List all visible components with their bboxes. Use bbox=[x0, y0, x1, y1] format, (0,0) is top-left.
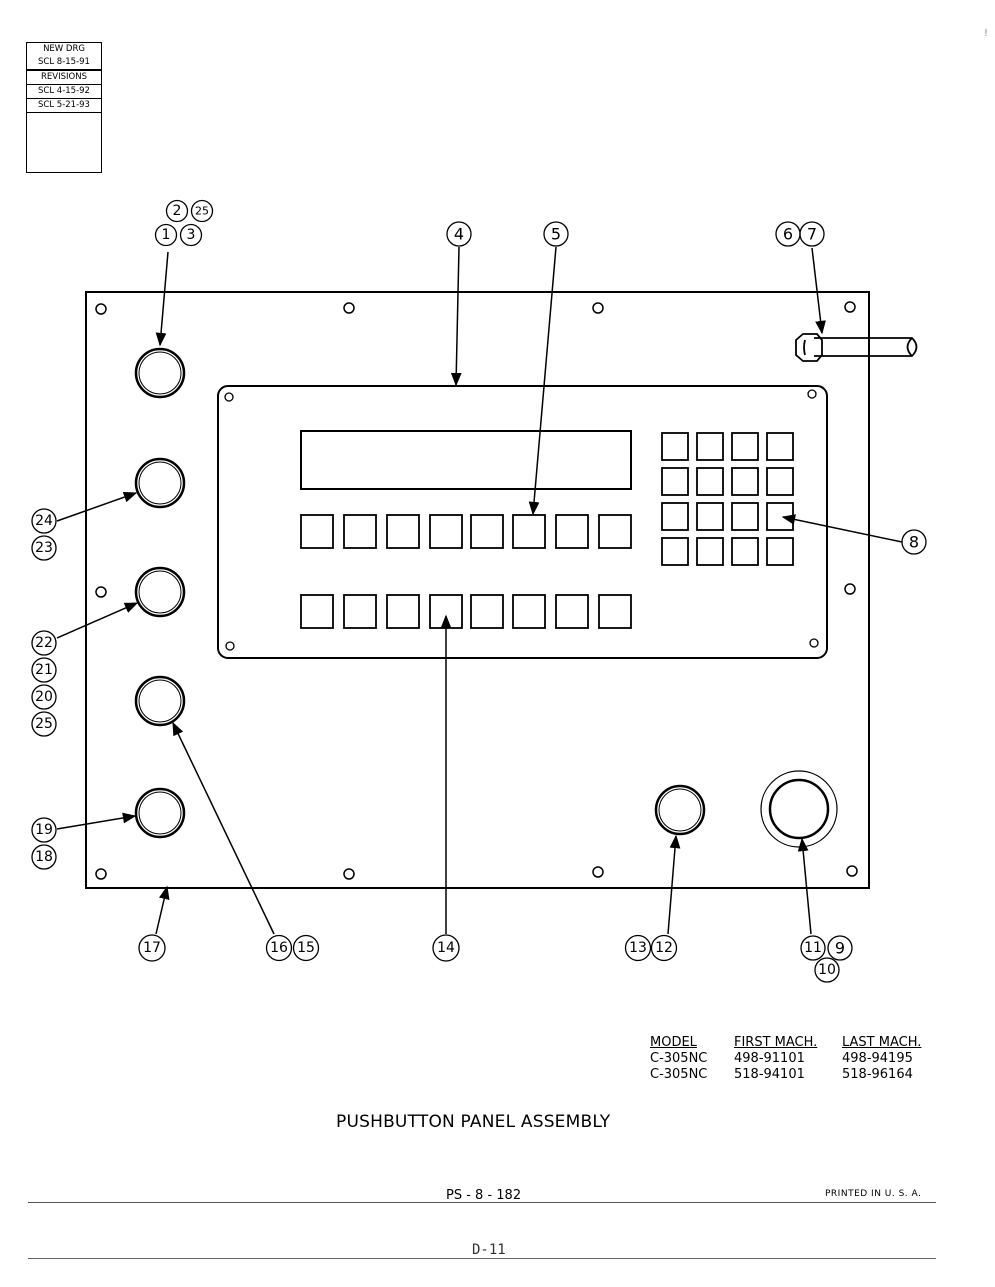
callout-19: 19 bbox=[35, 822, 53, 838]
callout-18: 18 bbox=[35, 849, 53, 865]
pushbutton-19 bbox=[134, 787, 186, 839]
lcd-display-window bbox=[300, 430, 632, 490]
pushbutton-1 bbox=[134, 347, 186, 399]
callout-24: 24 bbox=[35, 513, 53, 529]
revision-block: NEW DRG SCL 8-15-91 REVISIONS SCL 4-15-9… bbox=[26, 42, 102, 173]
callout-12: 12 bbox=[655, 940, 673, 956]
drawing-title: PUSHBUTTON PANEL ASSEMBLY bbox=[336, 1112, 611, 1132]
callout-16: 16 bbox=[270, 940, 288, 956]
drawing-number: PS - 8 - 182 bbox=[446, 1188, 522, 1203]
callout-15: 15 bbox=[297, 940, 315, 956]
bezel-screws bbox=[224, 389, 819, 651]
header-last-mach: LAST MACH. bbox=[842, 1035, 922, 1050]
new-drg-date: SCL 8-15-91 bbox=[27, 56, 101, 71]
callout-25-top: 25 bbox=[195, 205, 209, 218]
first-mach-cell: 518-94101 bbox=[734, 1067, 805, 1082]
display-bezel bbox=[217, 385, 828, 659]
emergency-stop-button bbox=[768, 778, 830, 840]
callout-20: 20 bbox=[35, 689, 53, 705]
leader-lines bbox=[56, 246, 903, 935]
callout-7: 7 bbox=[807, 225, 817, 244]
panel-mounting-holes bbox=[95, 301, 858, 880]
callout-10: 10 bbox=[818, 962, 836, 978]
callout-11: 11 bbox=[804, 940, 822, 956]
footer-rule-top bbox=[28, 1202, 936, 1203]
callout-4: 4 bbox=[454, 225, 464, 244]
header-model: MODEL bbox=[650, 1035, 697, 1050]
panel-plate bbox=[85, 291, 870, 889]
soft-key-row-1 bbox=[300, 514, 632, 549]
last-mach-cell: 518-96164 bbox=[842, 1067, 913, 1082]
footer-rule-bottom bbox=[28, 1258, 936, 1259]
soft-key-row-2 bbox=[300, 594, 632, 629]
model-table-row: C-305NC 498-91101 498-94195 bbox=[650, 1051, 942, 1067]
callout-2: 2 bbox=[173, 203, 182, 219]
callout-6: 6 bbox=[783, 225, 793, 244]
revision-entry-1: SCL 4-15-92 bbox=[27, 85, 101, 99]
model-cell: C-305NC bbox=[650, 1051, 708, 1066]
last-mach-cell: 498-94195 bbox=[842, 1051, 913, 1066]
callout-14: 14 bbox=[437, 940, 455, 956]
pushbutton-16 bbox=[134, 675, 186, 727]
left-pushbuttons bbox=[134, 347, 186, 839]
model-table: MODEL FIRST MACH. LAST MACH. C-305NC 498… bbox=[650, 1035, 942, 1083]
callout-8: 8 bbox=[909, 533, 919, 552]
numeric-keypad bbox=[661, 432, 794, 566]
callout-23: 23 bbox=[35, 540, 53, 556]
new-drg-label: NEW DRG bbox=[43, 44, 85, 54]
margin-mark: ! bbox=[984, 28, 989, 39]
revision-entry-2: SCL 5-21-93 bbox=[27, 99, 101, 113]
callout-1: 1 bbox=[162, 227, 171, 243]
emergency-stop-ring bbox=[760, 770, 838, 848]
callout-22: 22 bbox=[35, 635, 53, 651]
pushbutton-22 bbox=[134, 566, 186, 618]
pushbutton-24 bbox=[134, 457, 186, 509]
page-label: D-11 bbox=[472, 1242, 506, 1258]
callout-3: 3 bbox=[187, 227, 196, 243]
callout-5: 5 bbox=[551, 225, 561, 244]
first-mach-cell: 498-91101 bbox=[734, 1051, 805, 1066]
pushbutton-12 bbox=[654, 784, 706, 836]
header-first-mach: FIRST MACH. bbox=[734, 1035, 818, 1050]
model-cell: C-305NC bbox=[650, 1067, 708, 1082]
callout-25-left: 25 bbox=[35, 716, 53, 732]
model-table-header: MODEL FIRST MACH. LAST MACH. bbox=[650, 1035, 942, 1051]
callout-9: 9 bbox=[835, 939, 845, 958]
revisions-label: REVISIONS bbox=[27, 71, 101, 85]
callout-21: 21 bbox=[35, 662, 53, 678]
callout-13: 13 bbox=[629, 940, 647, 956]
model-table-row: C-305NC 518-94101 518-96164 bbox=[650, 1067, 942, 1083]
printed-note: PRINTED IN U. S. A. bbox=[825, 1189, 922, 1199]
cable-gland bbox=[795, 333, 918, 362]
callout-17: 17 bbox=[143, 940, 161, 956]
